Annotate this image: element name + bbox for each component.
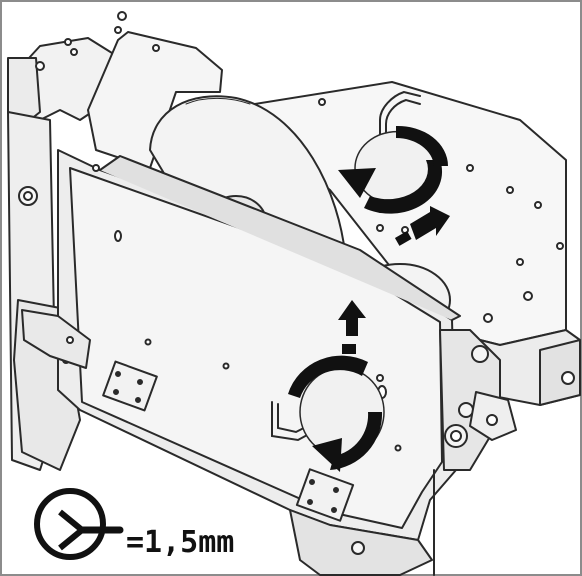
- left-roller-hub: [23, 191, 33, 201]
- arrow-up-right-icon: [394, 206, 450, 246]
- lever-pivot: [486, 414, 498, 426]
- arrow-up-icon: [338, 300, 366, 354]
- right-bolt-upper: [471, 345, 489, 363]
- allen-key-upper: [379, 90, 421, 213]
- bottom-hinge-screws: [307, 479, 339, 513]
- large-rear-disc: [149, 95, 347, 263]
- chassis-bolt: [561, 371, 575, 385]
- tab-hole: [66, 336, 74, 344]
- lower-drive-bolt: [351, 541, 365, 555]
- right-nut-center: [450, 430, 462, 442]
- rotate-clockwise-icon-lower: [288, 355, 385, 472]
- left-lower-tab: [21, 309, 91, 369]
- front-cover-top-edge: [99, 155, 461, 321]
- disc-highlight: [185, 97, 251, 105]
- right-bolt-middle: [458, 402, 474, 418]
- left-back-bracket-arm: [7, 57, 41, 121]
- rotate-clockwise-icon: [338, 125, 449, 214]
- upright-hole: [152, 44, 160, 52]
- wrench-size-icon: [34, 488, 124, 560]
- lower-left-hinge-screws: [113, 371, 143, 403]
- spec-value: =1,5mm: [126, 525, 234, 560]
- chassis-right-end: [539, 339, 581, 406]
- left-bracket-holes: [35, 11, 127, 71]
